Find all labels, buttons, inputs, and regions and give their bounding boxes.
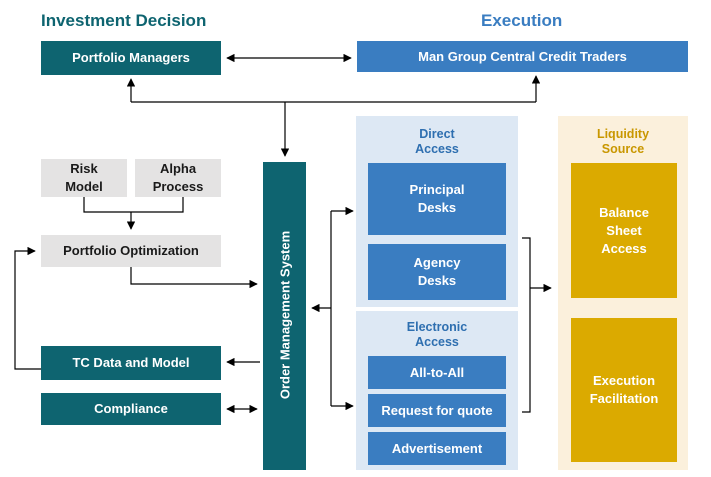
execution-facilitation-box: Execution Facilitation: [571, 318, 677, 462]
request-for-quote-box: Request for quote: [368, 394, 506, 427]
tc-data-model-box: TC Data and Model: [41, 346, 221, 380]
po-to-oms-arrow: [130, 267, 258, 289]
execution-header: Execution: [481, 11, 563, 30]
compliance-box: Compliance: [41, 393, 221, 425]
all-to-all-box: All-to-All: [368, 356, 506, 389]
electronic-access-title: Electronic Access: [406, 320, 468, 349]
direct-access-title: Direct Access: [415, 127, 459, 156]
agency-desks-box: Agency Desks: [368, 244, 506, 300]
liquidity-source-title: Liquidity Source: [596, 127, 650, 156]
balance-sheet-access-box: Balance Sheet Access: [571, 163, 677, 298]
risk-model-box: Risk Model: [41, 159, 127, 197]
risk-alpha-join-line: [83, 197, 184, 213]
alpha-process-box: Alpha Process: [135, 159, 221, 197]
advertisement-box: Advertisement: [368, 432, 506, 465]
portfolio-managers-box: Portfolio Managers: [41, 41, 221, 75]
access-bracket-line: [522, 237, 531, 413]
principal-desks-box: Principal Desks: [368, 163, 506, 235]
order-management-system-bar: [263, 162, 306, 470]
investment-decision-header: Investment Decision: [41, 11, 207, 30]
central-credit-traders-box: Man Group Central Credit Traders: [357, 41, 688, 72]
tc-feedback-arrow: [14, 246, 41, 370]
portfolio-optimization-box: Portfolio Optimization: [41, 235, 221, 267]
